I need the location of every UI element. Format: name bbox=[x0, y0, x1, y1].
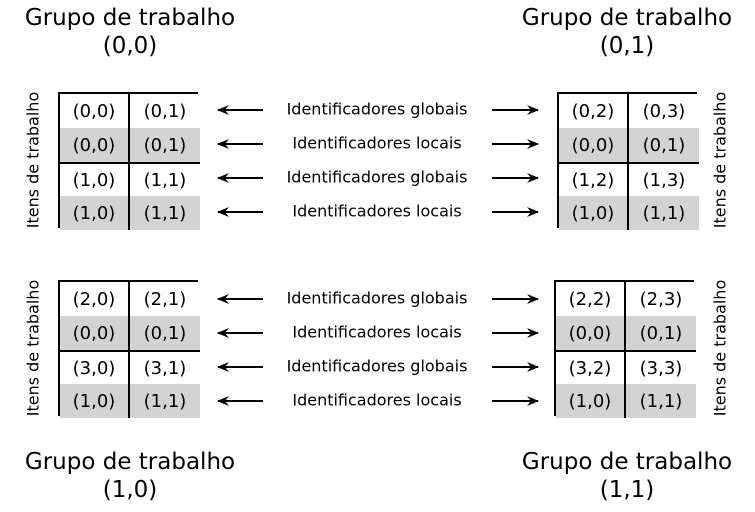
cell-global: (0,2) bbox=[559, 94, 629, 128]
group-title-0-0: Grupo de trabalho(0,0) bbox=[24, 5, 236, 59]
grid-group-0-1: (0,2) (0,3) (0,0) (0,1) (1,2) (1,3) (1,0… bbox=[557, 92, 699, 230]
cell-local: (1,1) bbox=[629, 196, 699, 230]
row-label-global: Identificadores globais bbox=[286, 288, 468, 308]
row-label-local: Identificadores locais bbox=[292, 322, 462, 342]
cell-global: (2,0) bbox=[60, 282, 130, 316]
side-label-top-left: Itens de trabalho bbox=[23, 91, 43, 229]
side-label-bottom-right: Itens de trabalho bbox=[710, 279, 730, 417]
cell-local: (1,0) bbox=[60, 384, 130, 418]
grid-group-1-1: (2,2) (2,3) (0,0) (0,1) (3,2) (3,3) (1,0… bbox=[554, 280, 696, 418]
cell-global: (0,3) bbox=[629, 94, 699, 128]
row-label-local: Identificadores locais bbox=[292, 133, 462, 153]
row-label-local: Identificadores locais bbox=[292, 390, 462, 410]
cell-local: (1,1) bbox=[130, 384, 200, 418]
cell-local: (0,1) bbox=[130, 316, 200, 350]
cell-global: (0,0) bbox=[60, 94, 130, 128]
group-title-0-1: Grupo de trabalho(0,1) bbox=[521, 5, 733, 59]
row-label-global: Identificadores globais bbox=[286, 167, 468, 187]
cell-global: (1,3) bbox=[629, 162, 699, 196]
side-label-bottom-left: Itens de trabalho bbox=[23, 279, 43, 417]
cell-global: (2,2) bbox=[556, 282, 626, 316]
cell-global: (1,2) bbox=[559, 162, 629, 196]
side-label-top-right: Itens de trabalho bbox=[710, 91, 730, 229]
cell-local: (1,1) bbox=[130, 196, 200, 230]
row-label-global: Identificadores globais bbox=[286, 356, 468, 376]
cell-local: (0,1) bbox=[130, 128, 200, 162]
cell-local: (0,1) bbox=[626, 316, 696, 350]
cell-global: (3,2) bbox=[556, 350, 626, 384]
group-title-1-0: Grupo de trabalho(1,0) bbox=[24, 449, 236, 503]
cell-local: (0,0) bbox=[556, 316, 626, 350]
grid-group-0-0: (0,0) (0,1) (0,0) (0,1) (1,0) (1,1) (1,0… bbox=[58, 92, 200, 230]
cell-global: (3,3) bbox=[626, 350, 696, 384]
row-label-local: Identificadores locais bbox=[292, 201, 462, 221]
cell-global: (1,0) bbox=[60, 162, 130, 196]
cell-local: (1,0) bbox=[559, 196, 629, 230]
cell-global: (1,1) bbox=[130, 162, 200, 196]
cell-global: (3,0) bbox=[60, 350, 130, 384]
row-label-global: Identificadores globais bbox=[286, 99, 468, 119]
cell-local: (0,0) bbox=[559, 128, 629, 162]
cell-local: (0,0) bbox=[60, 128, 130, 162]
cell-local: (0,1) bbox=[629, 128, 699, 162]
cell-global: (0,1) bbox=[130, 94, 200, 128]
cell-local: (1,0) bbox=[60, 196, 130, 230]
cell-local: (1,0) bbox=[556, 384, 626, 418]
cell-global: (2,3) bbox=[626, 282, 696, 316]
cell-global: (3,1) bbox=[130, 350, 200, 384]
cell-local: (0,0) bbox=[60, 316, 130, 350]
group-title-1-1: Grupo de trabalho(1,1) bbox=[521, 449, 733, 503]
cell-local: (1,1) bbox=[626, 384, 696, 418]
cell-global: (2,1) bbox=[130, 282, 200, 316]
grid-group-1-0: (2,0) (2,1) (0,0) (0,1) (3,0) (3,1) (1,0… bbox=[58, 280, 200, 418]
